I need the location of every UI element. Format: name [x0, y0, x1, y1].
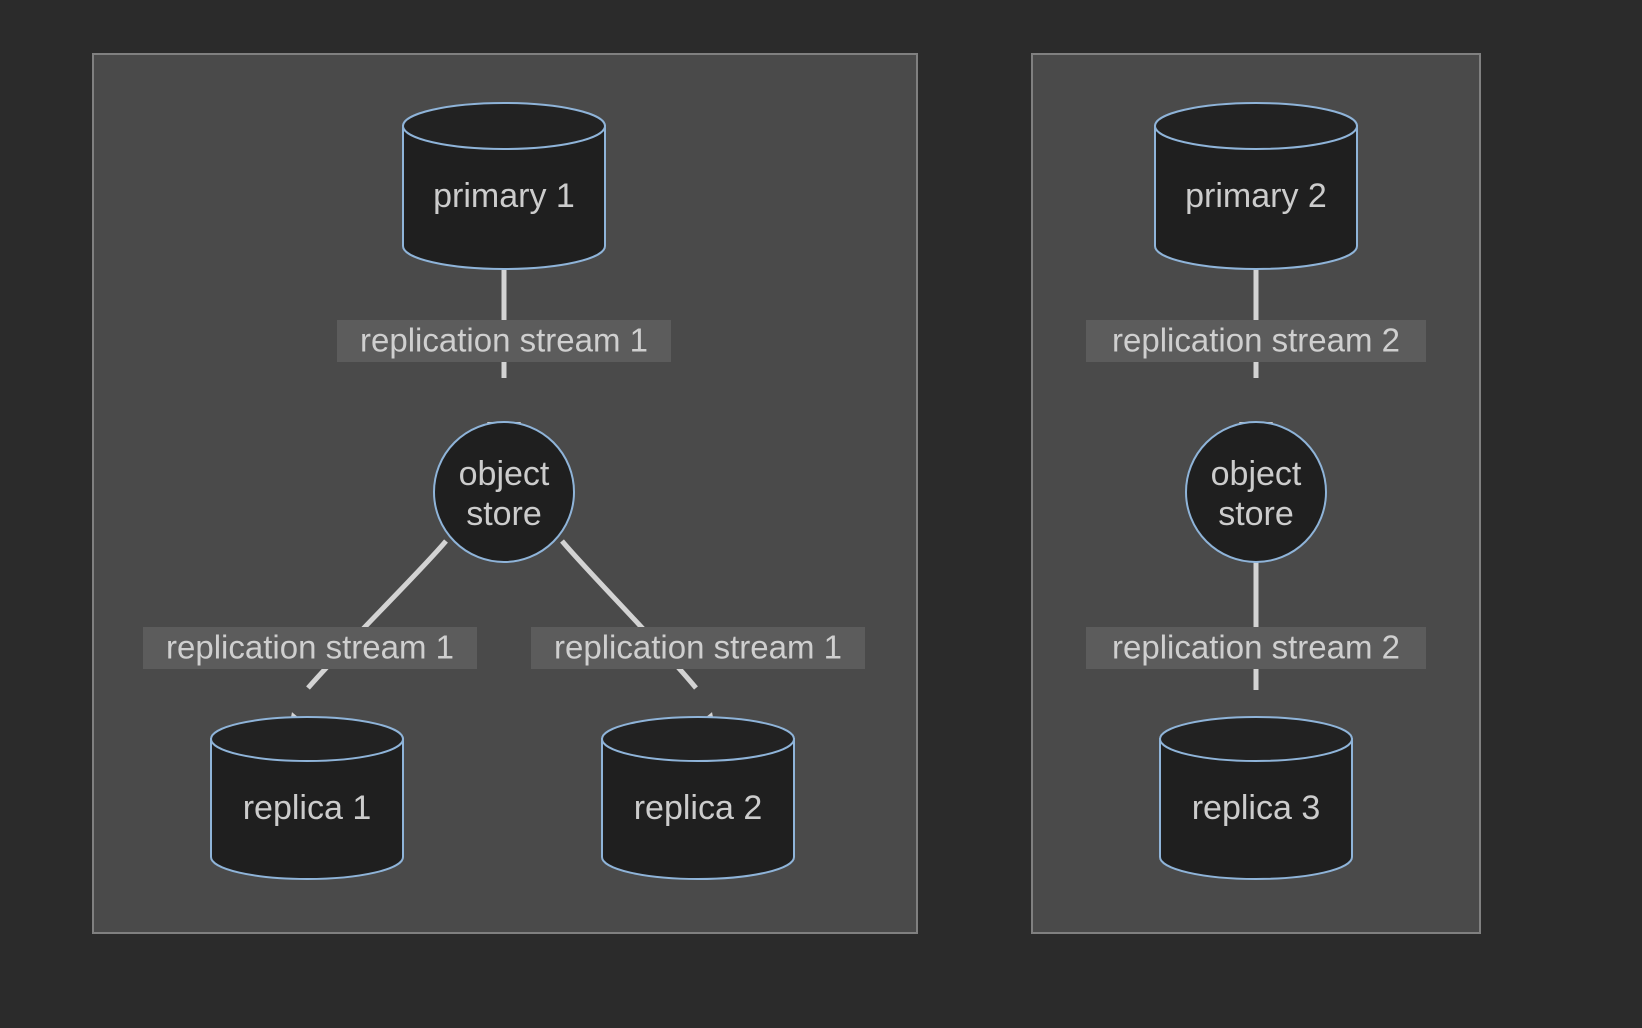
edge-line [306, 539, 448, 690]
node-primary-1[interactable]: primary 1 [402, 102, 606, 270]
edge-labels-layer: replication stream 1 replication stream 1… [143, 320, 1426, 669]
node-label-line2: store [466, 495, 542, 533]
edge-label-text: replication stream 1 [554, 629, 842, 666]
node-label: replica 1 [243, 789, 372, 827]
edge-label-edge-os1-r2: replication stream 1 [531, 627, 865, 669]
cylinder-body [402, 125, 606, 270]
edge-label-background [1086, 320, 1426, 362]
edge-label-text: replication stream 2 [1112, 629, 1400, 666]
cylinder-top-ellipse [402, 102, 606, 150]
edge-label-edge-os1-r1: replication stream 1 [143, 627, 477, 669]
edge-label-text: replication stream 1 [360, 322, 648, 359]
node-label: replica 2 [634, 789, 763, 827]
node-replica-2[interactable]: replica 2 [601, 716, 795, 880]
edge-label-background [337, 320, 671, 362]
cylinder-body [601, 738, 795, 880]
edge-line [560, 539, 698, 690]
edge-label-text: replication stream 2 [1112, 322, 1400, 359]
edge-label-edge-p2-os2: replication stream 2 [1086, 320, 1426, 362]
node-primary-2[interactable]: primary 2 [1154, 102, 1358, 270]
cylinder-body [1159, 738, 1353, 880]
cylinder-body [210, 738, 404, 880]
node-replica-1[interactable]: replica 1 [210, 716, 404, 880]
edge-label-background [143, 627, 477, 669]
circle-node-shape [433, 421, 575, 563]
node-label-line1: object [459, 455, 550, 493]
node-label-line2: store [1218, 495, 1294, 533]
edge-label-edge-os2-r3: replication stream 2 [1086, 627, 1426, 669]
cylinder-top-ellipse [1159, 716, 1353, 762]
cylinder-top-ellipse [601, 716, 795, 762]
node-label-line1: object [1211, 455, 1302, 493]
circle-node-shape [1185, 421, 1327, 563]
edge-label-text: replication stream 1 [166, 629, 454, 666]
node-label: replica 3 [1192, 789, 1321, 827]
edge-label-background [531, 627, 865, 669]
node-label: primary 2 [1185, 177, 1327, 215]
node-label: primary 1 [433, 177, 575, 215]
cylinder-top-ellipse [210, 716, 404, 762]
edge-label-background [1086, 627, 1426, 669]
cylinder-body [1154, 125, 1358, 270]
node-replica-3[interactable]: replica 3 [1159, 716, 1353, 880]
edge-label-edge-p1-os1: replication stream 1 [337, 320, 671, 362]
cylinder-top-ellipse [1154, 102, 1358, 150]
